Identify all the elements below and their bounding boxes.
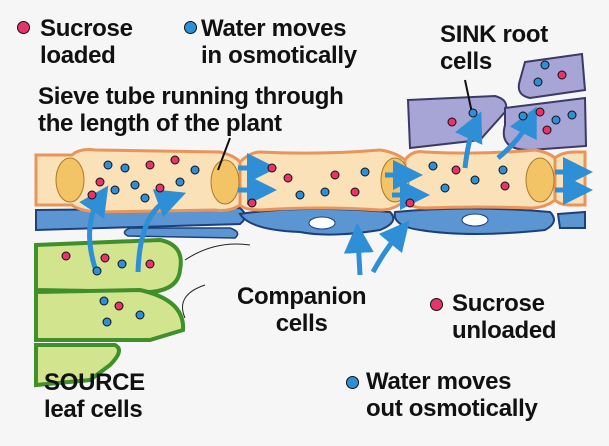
legend-text: loaded — [40, 42, 116, 69]
companion-cells-label: Companion cells — [237, 283, 367, 337]
legend-text: out osmotically — [366, 395, 538, 422]
legend-text: Sucrose — [40, 15, 133, 42]
source-label: SOURCE leaf cells — [44, 369, 145, 423]
legend-water-in: Water moves in osmotically — [201, 15, 357, 69]
sieve-tube-label: Sieve tube running through the length of… — [38, 83, 344, 137]
water-dot-icon — [184, 21, 197, 34]
legend-sucrose-loaded: Sucrose loaded — [40, 15, 133, 69]
molecules — [61, 60, 577, 327]
sucrose-dot-icon — [17, 21, 30, 34]
legend-sucrose-unloaded: Sucrose unloaded — [452, 290, 557, 344]
pointer-lines — [217, 79, 473, 171]
flow-arrows — [79, 106, 593, 276]
legend-text: Sucrose — [452, 290, 545, 317]
label-text: Companion — [237, 283, 367, 310]
legend-text: Water moves — [366, 368, 512, 395]
label-text: SINK root — [440, 21, 548, 48]
legend-text: unloaded — [452, 317, 557, 344]
sink-label: SINK root cells — [440, 21, 548, 75]
label-text: SOURCE — [44, 369, 145, 396]
sieve-tube — [34, 148, 587, 214]
label-text: cells — [275, 310, 328, 337]
source-leaf-cells — [34, 237, 251, 388]
water-dot-icon — [346, 376, 359, 389]
label-text: the length of the plant — [38, 110, 282, 137]
sucrose-dot-icon — [430, 298, 443, 311]
label-text: cells — [440, 48, 492, 75]
legend-text: in osmotically — [201, 42, 357, 69]
legend-water-out: Water moves out osmotically — [366, 368, 538, 422]
legend-text: Water moves — [201, 15, 347, 42]
label-text: Sieve tube running through — [38, 83, 344, 110]
label-text: leaf cells — [44, 396, 143, 423]
